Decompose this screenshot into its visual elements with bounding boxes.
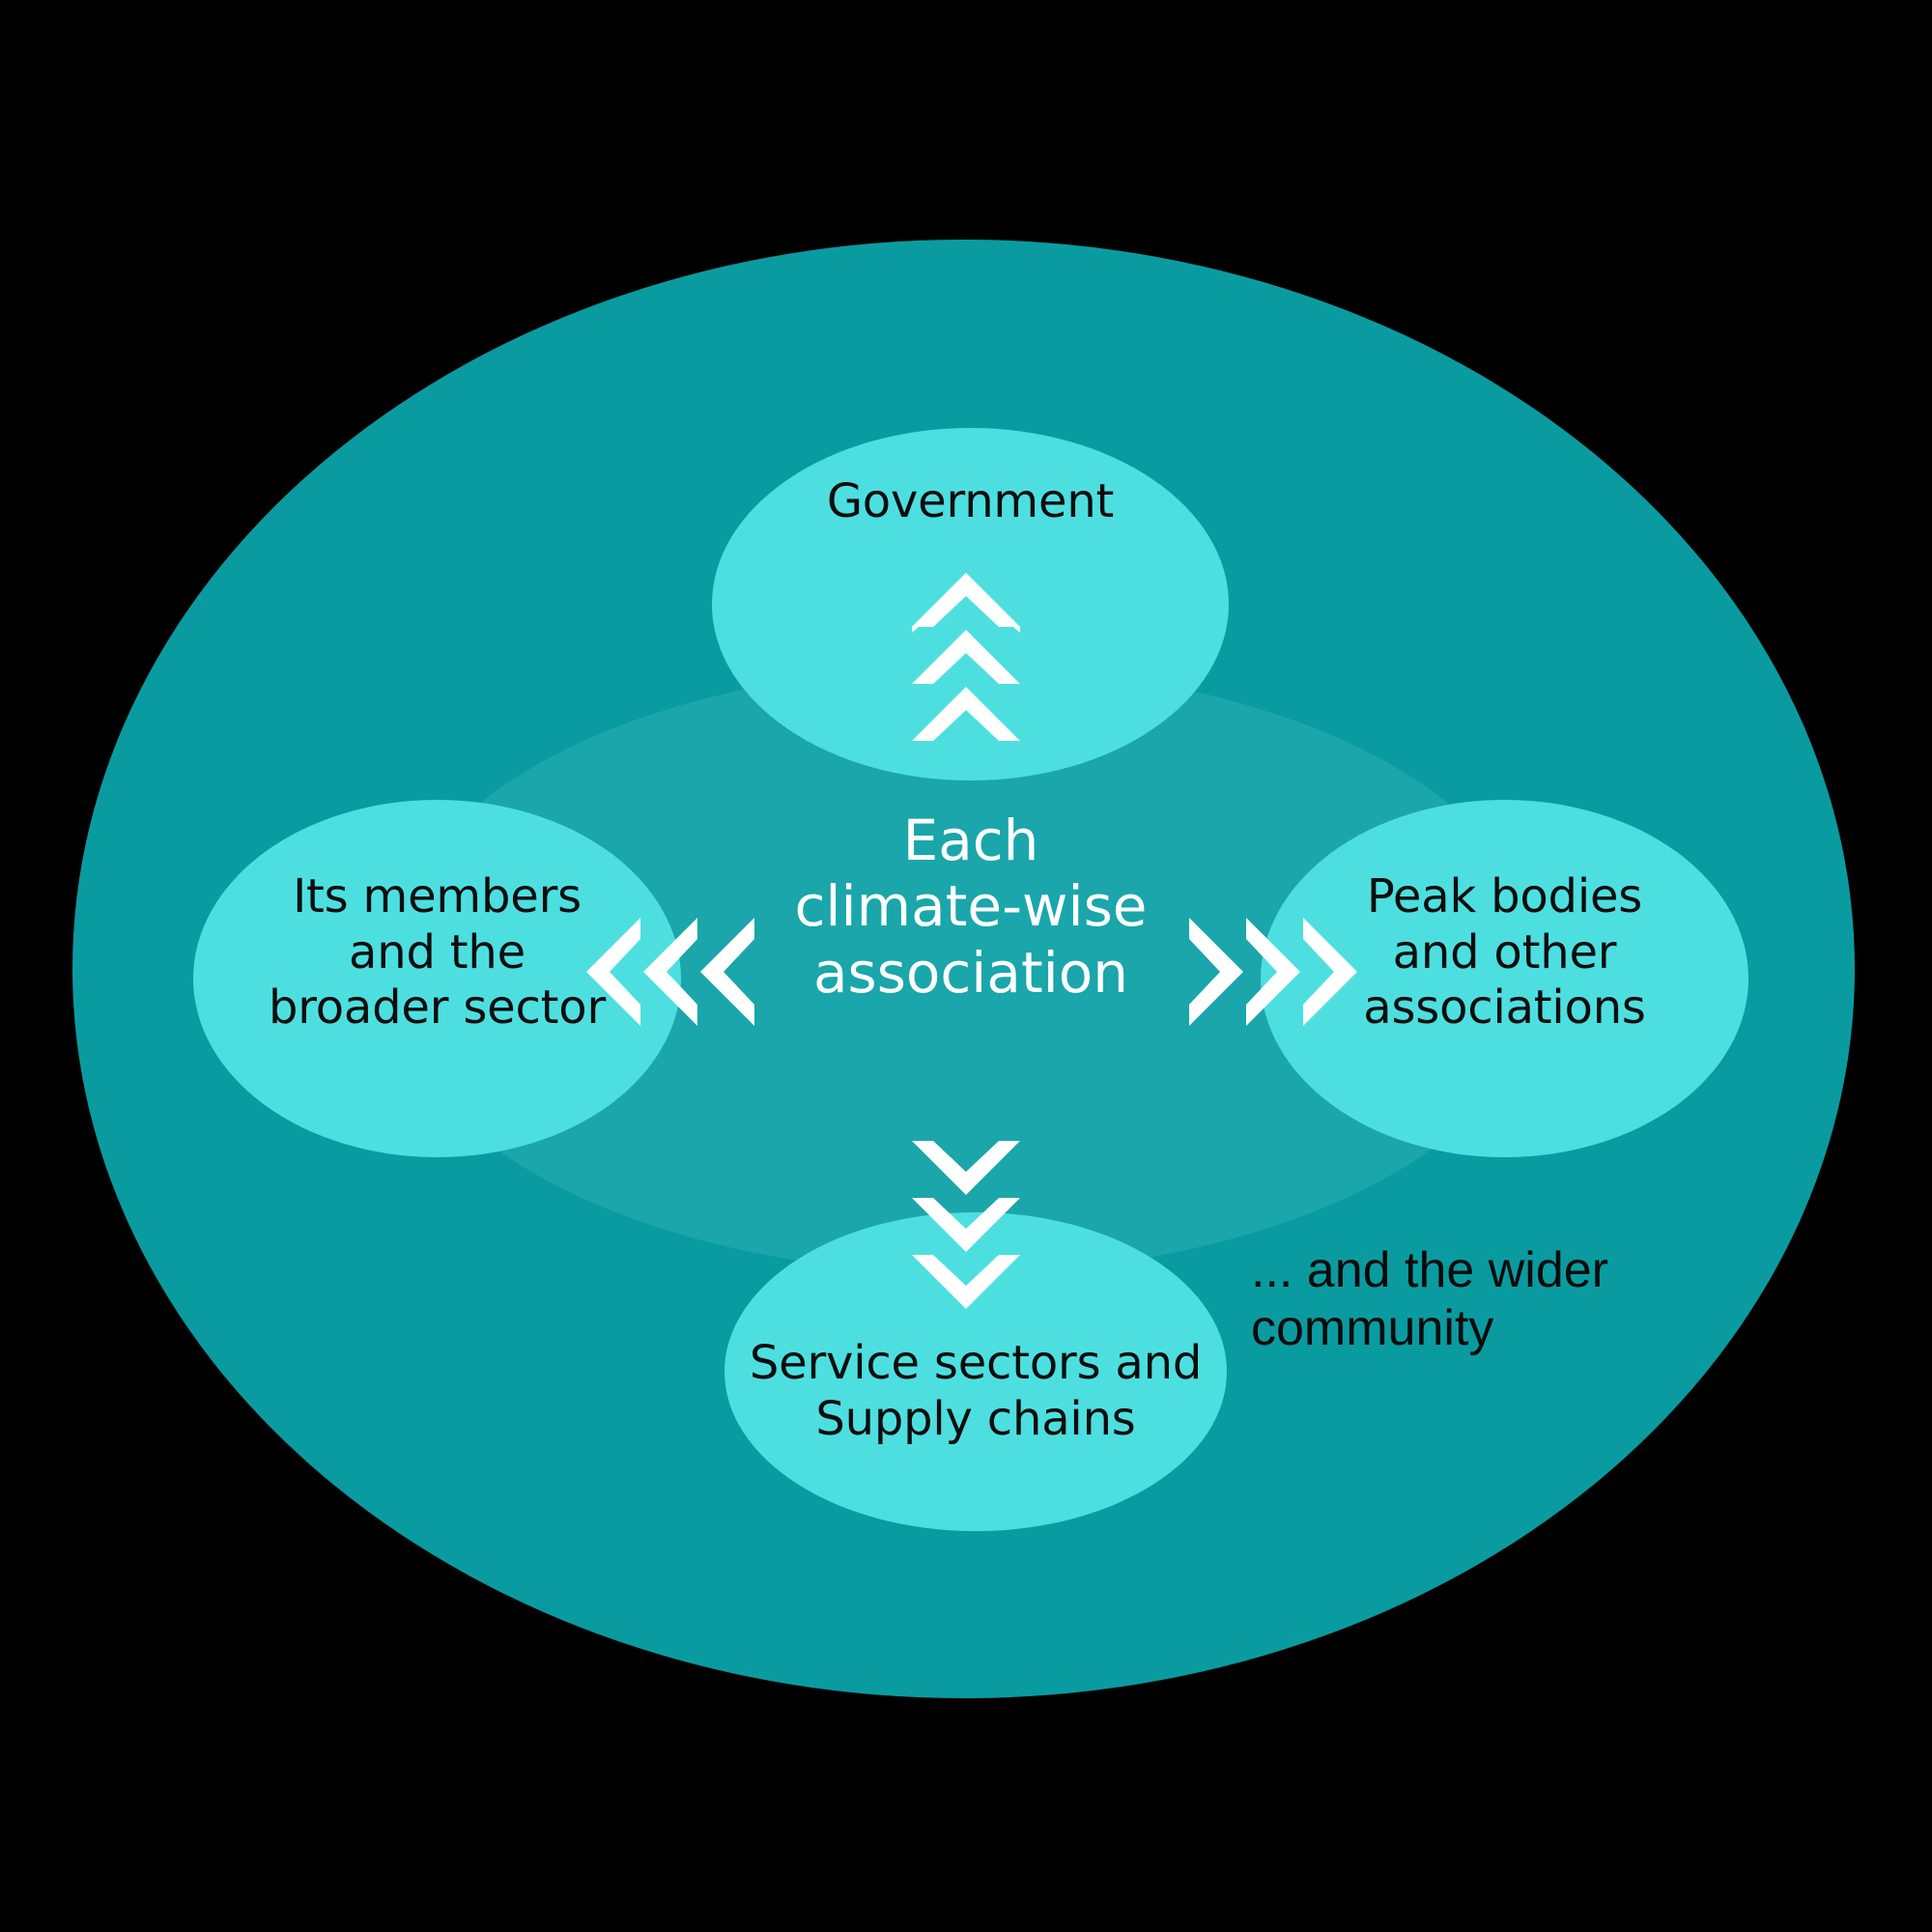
annotation-wider-community: ... and the wider community: [1251, 1242, 1608, 1357]
triple-chevron-up-icon: [912, 573, 1020, 747]
node-label-government: Government: [826, 474, 1115, 528]
triple-chevron-down-icon: [912, 1138, 1020, 1309]
triple-chevron-right-icon: [1186, 918, 1357, 1026]
node-label-supply-chains: Service sectors and Supply chains: [749, 1336, 1203, 1446]
center-label-climate-wise-association: Each climate-wise association: [794, 808, 1148, 1006]
triple-chevron-left-icon: [586, 918, 760, 1026]
